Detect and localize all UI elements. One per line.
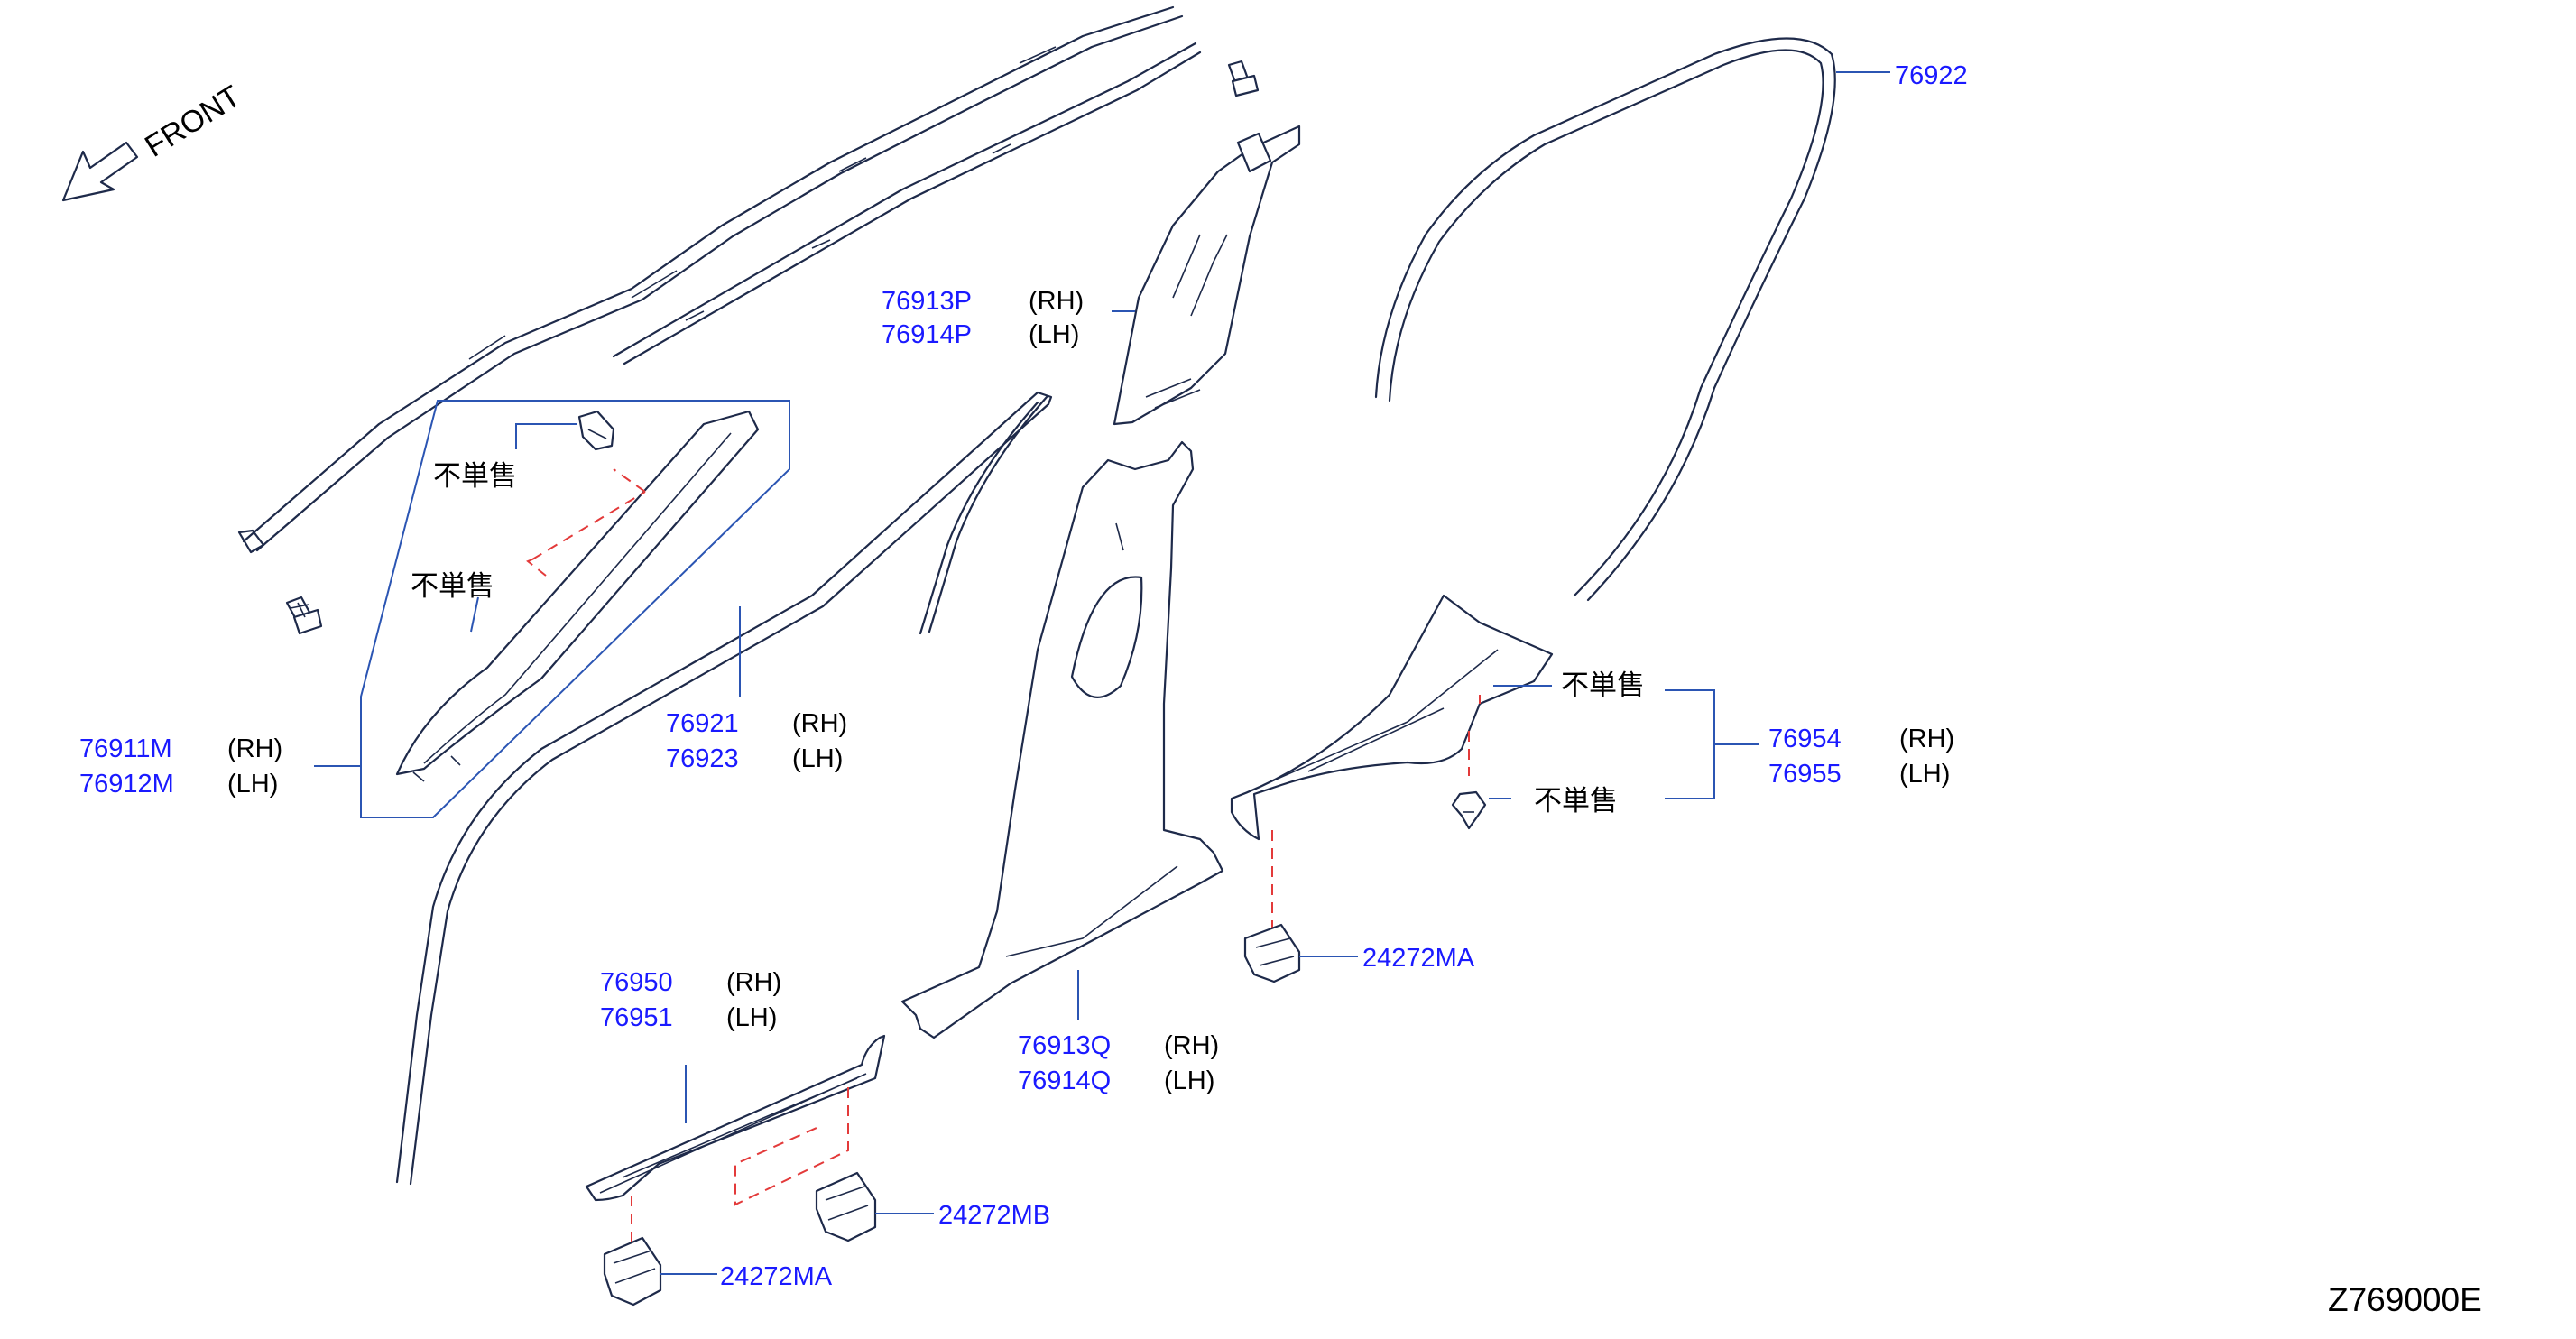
lh-label: (LH) xyxy=(1029,320,1079,349)
bolt-icon xyxy=(285,596,323,635)
callout-76921: 76921 (RH) 76923 (LH) xyxy=(666,606,847,773)
harness-clip-upper-part xyxy=(1243,923,1358,983)
lh-part-number: 76914P xyxy=(882,320,972,349)
front-label: FRONT xyxy=(139,79,246,164)
rear-opening-weatherstrip-part xyxy=(1374,37,1890,602)
rh-label: (RH) xyxy=(227,734,282,763)
callout-76911m: 76911M (RH) 76912M (LH) xyxy=(79,734,361,799)
lh-part-number: 76955 xyxy=(1768,760,1842,789)
callout-76954: 76954 (RH) 76955 (LH) xyxy=(1768,725,1954,789)
rh-label: (RH) xyxy=(1029,287,1084,316)
part-number: 24272MA xyxy=(720,1262,833,1291)
part-number: 24272MB xyxy=(938,1201,1050,1230)
rh-part-number: 76913P xyxy=(882,287,972,316)
front-direction-indicator: FRONT xyxy=(61,79,247,202)
rh-part-number: 76913Q xyxy=(1018,1031,1111,1060)
front-arrow-icon xyxy=(61,141,139,202)
front-pillar-weatherstrip-part xyxy=(395,391,1053,1186)
rear-kicking-plate-part: 不単售 不単售 xyxy=(1230,594,1759,929)
callout-76950: 76950 (RH) 76951 (LH) xyxy=(600,968,781,1123)
callout-76913q: 76913Q (RH) 76914Q (LH) xyxy=(1018,1031,1219,1095)
lh-part-number: 76951 xyxy=(600,1003,673,1032)
not-sold-label-garnish: 不単售 xyxy=(411,570,494,603)
roof-drip-molding-part xyxy=(612,42,1202,365)
callout-24272mb: 24272MB xyxy=(938,1201,1050,1230)
callout-76922: 76922 xyxy=(1895,61,1968,90)
harness-clip-lower-part xyxy=(603,1236,717,1307)
rh-label: (RH) xyxy=(726,968,781,997)
lh-label: (LH) xyxy=(1164,1067,1214,1095)
callout-24272ma-lower: 24272MA xyxy=(720,1262,833,1291)
not-sold-label-clip-lower: 不単售 xyxy=(1534,785,1618,817)
lh-label: (LH) xyxy=(726,1003,777,1032)
rh-part-number: 76911M xyxy=(79,734,172,763)
center-pillar-lower-garnish-part xyxy=(900,440,1224,1039)
rh-part-number: 76954 xyxy=(1768,725,1842,753)
rh-part-number: 76950 xyxy=(600,968,673,997)
roof-rail-part xyxy=(237,5,1184,554)
rh-label: (RH) xyxy=(1899,725,1954,753)
harness-clip-mb-part xyxy=(815,1171,934,1242)
rh-part-number: 76921 xyxy=(666,709,739,738)
lh-label: (LH) xyxy=(227,770,278,799)
lh-label: (LH) xyxy=(792,744,843,773)
center-pillar-upper-garnish-part xyxy=(1112,125,1301,426)
rh-label: (RH) xyxy=(1164,1031,1219,1060)
lh-part-number: 76923 xyxy=(666,744,739,773)
not-sold-label-kicking-plate: 不単售 xyxy=(1561,670,1645,702)
callout-76913p: 76913P (RH) 76914P (LH) xyxy=(882,287,1084,349)
lh-part-number: 76914Q xyxy=(1018,1067,1111,1095)
diagram-code: Z769000E xyxy=(2328,1281,2482,1318)
front-pillar-garnish-group: 不単售 不単售 xyxy=(360,400,790,818)
lh-label: (LH) xyxy=(1899,760,1950,789)
callout-24272ma-upper: 24272MA xyxy=(1362,944,1475,973)
part-number: 24272MA xyxy=(1362,944,1475,973)
part-number: 76922 xyxy=(1895,61,1968,90)
rh-label: (RH) xyxy=(792,709,847,738)
bolt-icon xyxy=(1227,60,1260,97)
front-kicking-plate-part xyxy=(585,1034,886,1250)
not-sold-label-clip: 不単售 xyxy=(433,460,517,493)
lh-part-number: 76912M xyxy=(79,770,174,799)
